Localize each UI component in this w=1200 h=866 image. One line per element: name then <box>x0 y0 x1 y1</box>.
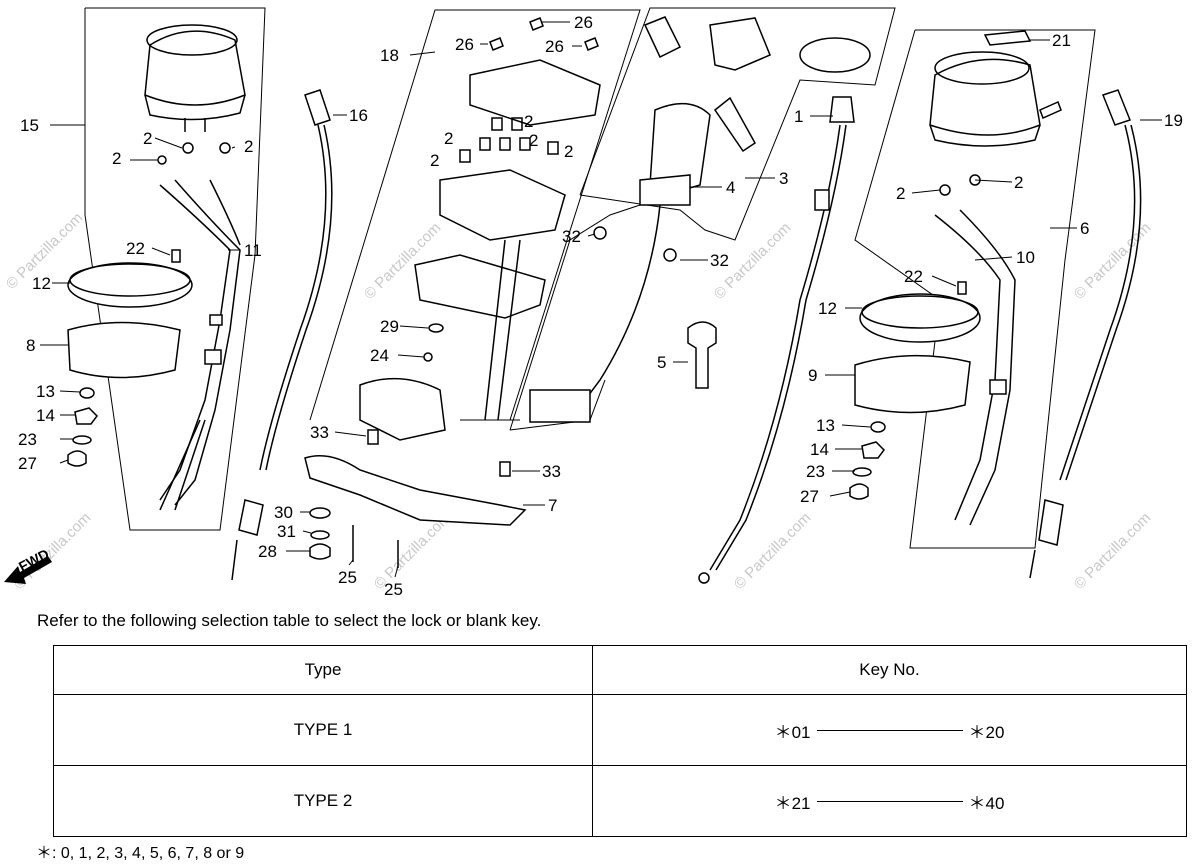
table-row: TYPE 2 ＊21 ＊40 <box>53 765 1187 837</box>
callout-2: 2 <box>430 151 439 170</box>
callout-26: 26 <box>455 35 474 54</box>
callout-2: 2 <box>112 149 121 168</box>
callout-2: 2 <box>244 137 253 156</box>
table-row: TYPE 1 ＊01 ＊20 <box>53 694 1187 766</box>
callout-21: 21 <box>1052 31 1071 50</box>
callout-11: 11 <box>244 241 262 260</box>
callout-numbers: 15 2 2 2 22 11 12 8 13 14 23 27 16 18 26… <box>18 13 1183 599</box>
callout-23: 23 <box>18 430 37 449</box>
callout-2: 2 <box>444 129 453 148</box>
callout-28: 28 <box>258 542 277 561</box>
right-meter-assembly <box>849 29 1096 549</box>
callout-2: 2 <box>896 184 905 203</box>
callout-30: 30 <box>274 503 293 522</box>
callout-14: 14 <box>810 440 829 459</box>
callout-1: 1 <box>794 107 803 126</box>
callout-26: 26 <box>574 13 593 32</box>
key-from: ＊01 <box>774 722 811 742</box>
callout-3: 3 <box>779 169 788 188</box>
callout-22: 22 <box>904 267 923 286</box>
callout-25: 25 <box>338 568 357 587</box>
callout-32: 32 <box>710 251 729 270</box>
watermark: © Partzilla.com <box>1071 509 1154 592</box>
callout-22: 22 <box>126 239 145 258</box>
selection-caption: Refer to the following selection table t… <box>37 611 542 630</box>
table-header-row: Type Key No. <box>53 645 1187 695</box>
callout-19: 19 <box>1164 111 1183 130</box>
callout-7: 7 <box>548 496 557 515</box>
key-from: ＊21 <box>774 793 811 813</box>
callout-2: 2 <box>529 131 538 150</box>
callout-27: 27 <box>18 454 37 473</box>
type-cell: TYPE 1 <box>53 694 593 766</box>
callout-24: 24 <box>370 346 389 365</box>
center-bracket-assembly <box>304 9 641 568</box>
callout-9: 9 <box>808 366 817 385</box>
callout-5: 5 <box>657 353 666 372</box>
callout-13: 13 <box>816 416 835 435</box>
callout-12: 12 <box>818 299 837 318</box>
callout-2: 2 <box>143 129 152 148</box>
callout-31: 31 <box>277 522 296 541</box>
callout-26: 26 <box>545 37 564 56</box>
callout-14: 14 <box>36 406 55 425</box>
callout-18: 18 <box>380 46 399 65</box>
callout-23: 23 <box>806 462 825 481</box>
callout-25: 25 <box>384 580 403 599</box>
key-range-cell: ＊21 ＊40 <box>592 765 1187 837</box>
callout-33: 33 <box>310 423 329 442</box>
callout-2: 2 <box>524 112 533 131</box>
callout-2: 2 <box>1014 173 1023 192</box>
range-line <box>816 729 963 731</box>
leader-lines <box>40 21 1162 578</box>
key-range-cell: ＊01 ＊20 <box>592 694 1187 766</box>
callout-33: 33 <box>542 462 561 481</box>
callout-2: 2 <box>564 142 573 161</box>
callout-15: 15 <box>20 116 39 135</box>
key-footnote: ＊: 0, 1, 2, 3, 4, 5, 6, 7, 8 or 9 <box>36 845 245 862</box>
callout-8: 8 <box>26 336 35 355</box>
fwd-arrow-icon <box>4 556 52 584</box>
left-meter-assembly <box>67 7 266 531</box>
header-type: Type <box>53 645 593 695</box>
callout-27: 27 <box>800 487 819 506</box>
center-cable <box>698 96 855 584</box>
key-to: ＊20 <box>968 722 1005 742</box>
key-selection-table: Type Key No. TYPE 1 ＊01 ＊20 TYPE 2 ＊21 ＊… <box>53 645 1187 837</box>
callout-29: 29 <box>380 317 399 336</box>
left-meter-cable <box>231 89 333 581</box>
callout-32: 32 <box>562 227 581 246</box>
callout-12: 12 <box>32 274 51 293</box>
parts-exploded-diagram: © Partzilla.com © Partzilla.com © Partzi… <box>3 7 1183 599</box>
header-key-no: Key No. <box>592 645 1187 695</box>
callout-13: 13 <box>36 382 55 401</box>
key-to: ＊40 <box>968 793 1005 813</box>
callout-6: 6 <box>1080 219 1089 238</box>
callout-10: 10 <box>1016 248 1035 267</box>
right-meter-cable <box>1029 89 1142 579</box>
callout-16: 16 <box>349 106 368 125</box>
callout-4: 4 <box>726 178 735 197</box>
range-line <box>816 800 963 802</box>
watermark: © Partzilla.com <box>731 509 814 592</box>
type-cell: TYPE 2 <box>53 765 593 837</box>
ignition-switch-assembly <box>509 7 896 431</box>
